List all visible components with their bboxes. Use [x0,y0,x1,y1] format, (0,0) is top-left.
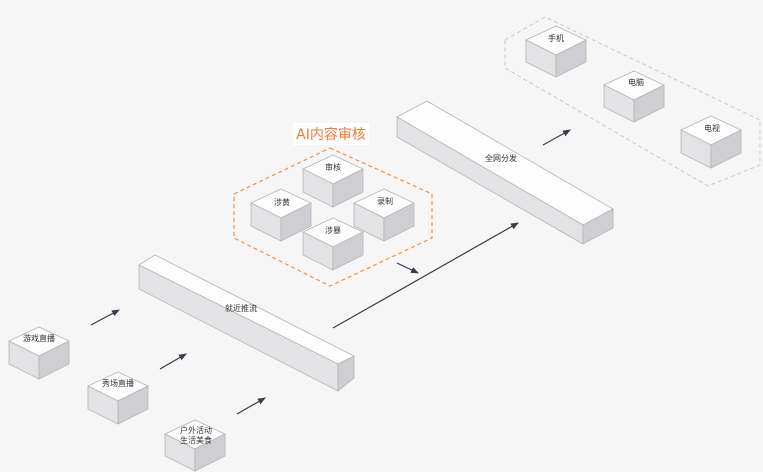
device-pc-label: 电脑 [628,77,644,87]
ingest-slab [138,254,355,392]
arrow-ingest-to-distribution [332,222,519,329]
cube-violence [302,217,364,271]
cube-porn [250,188,312,242]
arrow-outdoor-to-ingest [236,397,266,415]
ingest-label: 就近推流 [225,303,257,313]
device-tv-label: 电视 [704,123,720,133]
ai-review-title-bg [293,123,369,145]
cube-pc [603,70,665,123]
arrow-show-to-ingest [159,353,187,370]
cube-show-live [87,371,149,425]
cube-audit [302,154,364,208]
device-phone-label: 手机 [548,33,564,43]
devices-region [504,16,761,187]
ai-review-region [233,147,433,287]
review-audit-label: 审核 [325,162,341,172]
review-violence-label: 涉暴 [325,225,341,235]
arrow-distribution-to-devices [542,129,571,146]
source-show-live-label: 秀场直播 [102,378,134,388]
distribution-slab [396,100,614,245]
cube-game-live [8,326,70,380]
source-game-live-label: 游戏直播 [23,333,55,343]
ai-review-title: AI内容审核 [296,126,366,143]
cube-record [353,188,415,242]
cube-outdoor [164,419,226,472]
cube-tv [680,115,742,169]
distribution-label: 全网分发 [485,153,517,163]
source-outdoor-label-2: 生活美食 [180,435,212,445]
arrow-review-flow [396,262,419,274]
review-record-label: 录制 [377,196,393,206]
arrow-game-to-ingest [90,309,120,326]
review-porn-label: 涉黄 [274,197,290,207]
cube-phone [525,25,587,78]
source-outdoor-label-1: 户外活动 [180,425,212,435]
